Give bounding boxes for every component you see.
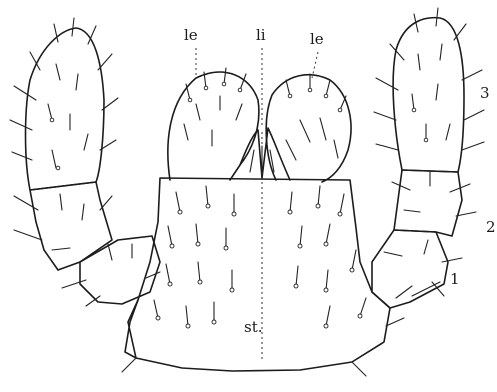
label-stipes: st. xyxy=(244,318,263,336)
left-palp-segment-2 xyxy=(30,182,112,270)
label-segment-2: 2 xyxy=(486,218,496,236)
le-right-leader xyxy=(312,52,318,78)
inner-lobe-left-edge xyxy=(240,130,262,178)
label-segment-3: 3 xyxy=(480,84,490,102)
right-palp-segment-3 xyxy=(393,18,464,172)
left-flap-outline xyxy=(125,300,138,358)
label-le-right: le xyxy=(310,30,324,48)
right-palp-segment-2 xyxy=(394,170,462,236)
label-segment-1: 1 xyxy=(450,270,460,288)
left-external-lobe xyxy=(168,72,259,180)
right-palp-segment-1 xyxy=(372,230,448,308)
label-li: li xyxy=(256,26,266,44)
stipes-outline xyxy=(128,178,390,371)
right-palp xyxy=(372,18,464,308)
left-palp-segment-3 xyxy=(26,28,105,190)
label-le-left: le xyxy=(184,26,198,44)
left-palp xyxy=(26,28,161,304)
